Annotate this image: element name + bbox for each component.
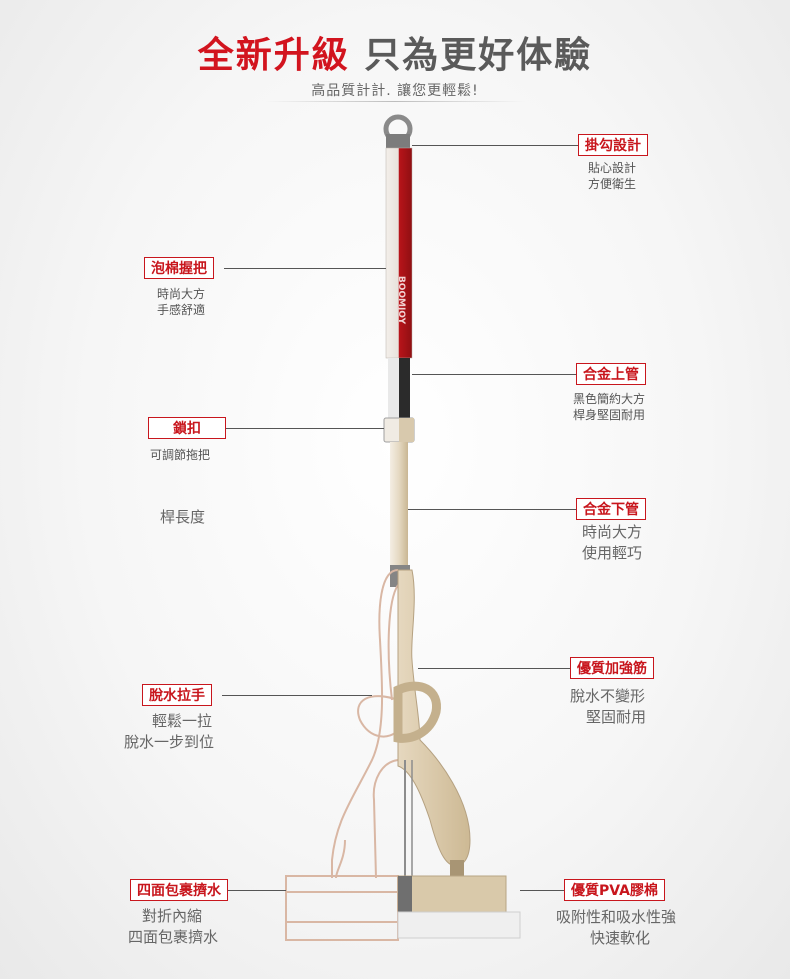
desc-rib-2: 堅固耐用: [586, 708, 647, 726]
label-alloy-lower: 合金下管: [576, 498, 646, 520]
line-alloy-lower: [408, 509, 576, 510]
desc-squeeze-handle-2: 脫水一步到位: [124, 733, 215, 751]
line-lock: [226, 428, 384, 429]
label-squeeze-handle: 脫水拉手: [142, 684, 212, 706]
desc-lock-2: 桿長度: [160, 508, 206, 526]
label-foam-grip: 泡棉握把: [144, 257, 214, 279]
lower-tube-shape: [390, 442, 408, 566]
desc-pva-1: 吸附性和吸水性強: [556, 908, 677, 926]
headline: 全新升級 只為更好体驗: [0, 26, 790, 78]
desc-hook-1: 貼心設計: [588, 161, 637, 175]
header-divider: [265, 101, 525, 102]
desc-lock-1: 可調節拖把: [150, 448, 211, 462]
headline-red: 全新升級: [197, 35, 350, 76]
desc-alloy-upper-2: 桿身堅固耐用: [573, 408, 646, 422]
desc-foam-grip-1: 時尚大方: [157, 287, 206, 301]
subtitle: 高品質計計. 讓您更輕鬆!: [311, 83, 479, 99]
frame-solid-half: [393, 569, 521, 939]
headline-gray: 只為更好体驗: [364, 35, 593, 76]
desc-foam-grip-2: 手感舒適: [157, 303, 206, 317]
desc-wrap-squeeze-2: 四面包裹擠水: [128, 928, 219, 946]
line-pva: [520, 890, 564, 891]
desc-rib-1: 脫水不變形: [570, 687, 646, 705]
hook-shape: [383, 114, 413, 150]
label-hook: 掛勾設計: [578, 134, 648, 156]
line-alloy-upper: [412, 374, 576, 375]
desc-alloy-upper-1: 黑色簡約大方: [573, 392, 646, 406]
desc-squeeze-handle-1: 輕鬆一拉: [152, 712, 213, 730]
label-rib: 優質加強筋: [570, 657, 654, 679]
label-alloy-upper: 合金上管: [576, 363, 646, 385]
line-rib: [418, 668, 570, 669]
line-wrap-squeeze: [228, 890, 286, 891]
desc-wrap-squeeze-1: 對折內縮: [142, 907, 203, 925]
label-lock: 鎖扣: [148, 417, 226, 439]
foam-grip-shape: [385, 147, 413, 359]
desc-alloy-lower-2: 使用輕巧: [582, 544, 643, 562]
line-squeeze-handle: [222, 695, 372, 696]
label-pva: 優質PVA膠棉: [564, 879, 665, 901]
desc-pva-2: 快速軟化: [590, 929, 651, 947]
desc-alloy-lower-1: 時尚大方: [582, 523, 643, 541]
line-hook: [412, 145, 578, 146]
handle-brand-text: BOOMJOY: [396, 276, 406, 325]
desc-hook-2: 方便衛生: [588, 177, 637, 191]
frame-outline-half: [285, 569, 399, 941]
label-wrap-squeeze: 四面包裹擠水: [130, 879, 228, 901]
line-foam-grip: [224, 268, 386, 269]
